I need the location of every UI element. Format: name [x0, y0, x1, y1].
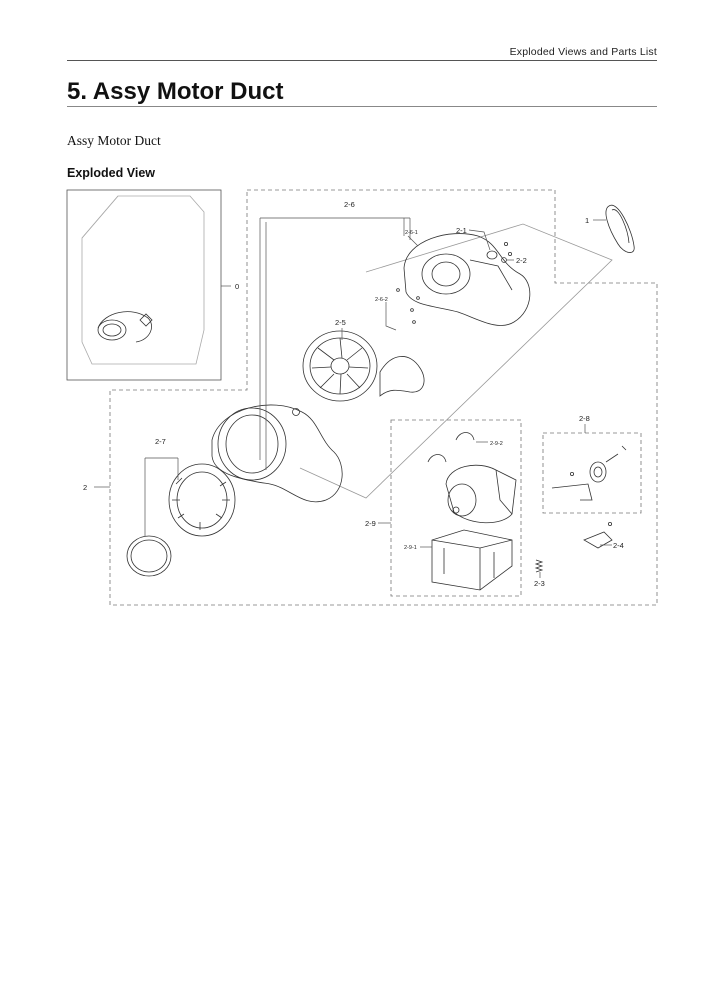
inset-frame — [66, 189, 222, 381]
callout-2-7: 2-7 — [155, 437, 166, 446]
idler-assembly-drawing — [551, 445, 627, 501]
screws-2-6-2-drawing — [396, 288, 420, 324]
callout-2-6-2: 2-6-2 — [375, 297, 388, 303]
callout-2-9: 2-9 — [365, 519, 376, 528]
callout-leaders — [94, 217, 612, 578]
callout-2-6: 2-6 — [344, 200, 355, 209]
front-ring-drawing — [168, 463, 236, 537]
belt-drawing — [605, 204, 635, 253]
inset-cabinet-drawing — [81, 195, 205, 365]
callout-2-9-2: 2-9-2 — [490, 441, 503, 447]
callout-1: 1 — [585, 216, 589, 225]
inset-assembly-drawing — [97, 311, 153, 343]
impeller-nut-drawing — [292, 408, 300, 416]
callout-0: 0 — [235, 282, 239, 291]
callout-2-2: 2-2 — [516, 256, 527, 265]
callout-2-5: 2-5 — [335, 318, 346, 327]
callout-2-4: 2-4 — [613, 541, 624, 550]
assembly-2-dashed-outline — [109, 189, 658, 606]
callout-2-6-1: 2-6-1 — [405, 230, 418, 236]
section-title: 5. Assy Motor Duct — [67, 78, 284, 105]
section-subtitle: Assy Motor Duct — [67, 133, 161, 148]
gasket-ring-drawing — [126, 535, 172, 577]
motor-drawing — [445, 464, 517, 524]
impeller-drawing — [302, 330, 378, 402]
motor-bracket-drawing — [431, 529, 513, 591]
spring-drawing — [534, 559, 544, 573]
motor-clips-drawing — [427, 432, 475, 463]
header-rule — [67, 60, 657, 61]
callout-2: 2 — [83, 483, 87, 492]
idler-bracket-drawing — [583, 522, 613, 549]
exploded-plane — [299, 223, 613, 499]
callout-2-8: 2-8 — [579, 414, 590, 423]
duct-seal-piece-drawing — [379, 356, 425, 397]
subassembly-2-9-dashed-box — [390, 419, 522, 597]
motor-mount-hardware-drawing — [486, 241, 512, 263]
duct-housing-drawing — [211, 404, 343, 503]
title-rule — [67, 106, 657, 107]
duct-cover-drawing — [403, 233, 531, 326]
callout-2-3: 2-3 — [534, 579, 545, 588]
exploded-view-heading: Exploded View — [67, 166, 155, 180]
subassembly-2-8-dashed-box — [542, 432, 642, 514]
callout-2-9-1: 2-9-1 — [404, 545, 417, 551]
running-header: Exploded Views and Parts List — [509, 46, 657, 58]
callout-2-1: 2-1 — [456, 226, 467, 235]
